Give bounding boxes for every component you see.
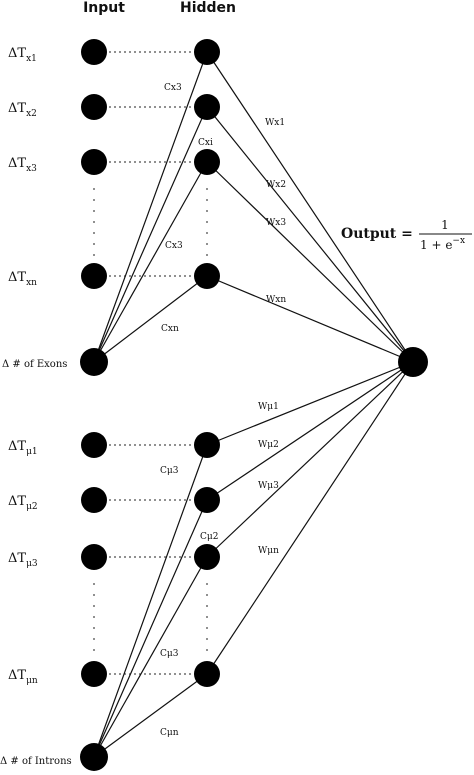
exon-ellipsis-dots [93,188,208,256]
output-weight-label: Wμ2 [258,440,279,450]
input-label: ΔTμ1 [8,439,38,457]
input-node [81,94,107,120]
output-node [398,347,428,377]
connection-weight-label: Cμ3 [160,649,179,659]
intron-output-connections [206,361,414,675]
hidden-header: Hidden [180,0,236,16]
formula-denominator: 1 + e−x [420,236,465,252]
hidden-node [194,94,220,120]
input-node [81,487,107,513]
output-weight-label: Wμ1 [258,402,279,412]
exon-dotted-links [94,51,207,277]
intron-dotted-links [94,444,207,675]
input-node [81,263,107,289]
hidden-node [194,39,220,65]
input-header: Input [83,0,125,16]
hidden-node [194,544,220,570]
exon-hidden-nodes [194,39,220,289]
intron-c-labels: Cμ3 Cμ2 Cμ3 Cμn [160,466,218,738]
hidden-node [194,487,220,513]
connection-line [206,361,414,446]
input-node [81,432,107,458]
connection-weight-label: Cx3 [164,83,182,93]
connection-line [206,361,414,558]
connection-line [93,673,208,758]
exon-w-labels: Wx1 Wx2 Wx3 Wxn [265,118,286,305]
connection-weight-label: Cx3 [165,241,183,251]
connection-line [206,106,414,363]
connection-weight-label: Cμ2 [200,532,218,542]
input-label: ΔTx1 [8,46,37,64]
output-formula: Output = 1 1 + e−x [341,218,472,252]
connection-line [93,275,208,363]
intron-count-connections [93,444,208,758]
exon-input-labels: ΔTx1 ΔTx2 ΔTx3 ΔTxn [8,46,37,288]
connection-line [206,361,414,501]
output-weight-label: Wx1 [265,118,285,128]
output-weight-label: Wx3 [266,218,286,228]
connection-weight-label: Cxn [161,324,179,334]
hidden-node [194,432,220,458]
connection-line [206,161,414,363]
input-node [81,661,107,687]
exon-output-connections [206,51,414,363]
connection-line [93,161,208,363]
intron-input-labels: ΔTμ1 ΔTμ2 ΔTμ3 ΔTμn [8,439,38,686]
output-weight-label: Wμ3 [258,481,279,491]
input-label: ΔTμ2 [8,494,38,512]
exon-input-nodes [80,39,108,376]
input-node [81,149,107,175]
formula-numerator: 1 [441,218,449,232]
connection-weight-label: Cμ3 [160,466,179,476]
output-weight-label: Wμn [258,546,279,556]
output-label: Output = [341,226,413,242]
input-node [81,39,107,65]
input-label: ΔTμn [8,668,38,686]
connection-line [93,499,208,758]
intron-count-label: Δ # of Introns [0,756,72,767]
connection-line [93,51,208,363]
intron-w-labels: Wμ1 Wμ2 Wμ3 Wμn [258,402,279,556]
connection-line [93,556,208,758]
output-weight-label: Wx2 [266,180,286,190]
hidden-node [194,661,220,687]
exon-count-label: Δ # of Exons [2,359,67,370]
output-weight-label: Wxn [266,295,286,305]
connection-line [206,51,414,363]
intron-hidden-nodes [194,432,220,687]
input-label: ΔTx2 [8,101,37,119]
input-node [81,544,107,570]
exon-count-connections [93,51,208,363]
connection-weight-label: Cxi [198,138,213,148]
hidden-node [194,263,220,289]
connection-line [93,444,208,758]
connection-line [206,361,414,675]
input-label: ΔTμ3 [8,551,38,569]
intron-input-nodes [80,432,108,771]
exon-count-node [80,348,108,376]
connection-line [206,275,414,363]
connection-weight-label: Cμn [160,728,179,738]
connection-line [93,106,208,363]
input-label: ΔTx3 [8,156,37,174]
intron-ellipsis-dots [93,583,208,652]
intron-count-node [80,743,108,771]
hidden-node [194,149,220,175]
exon-c-labels: Cx3 Cxi Cx3 Cxn [161,83,213,334]
input-label: ΔTxn [8,270,37,288]
